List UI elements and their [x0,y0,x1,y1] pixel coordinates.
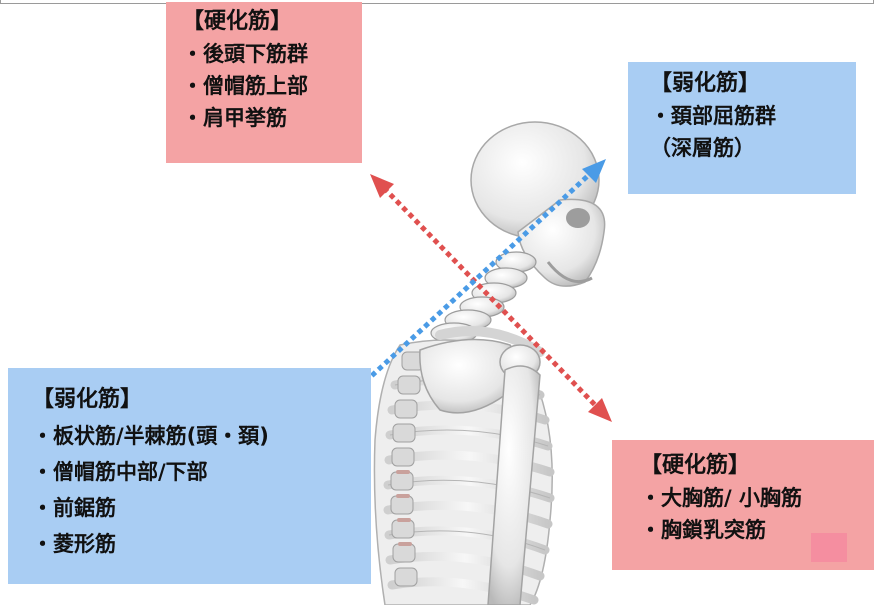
list-item: ・僧帽筋中部/下部 [32,454,371,490]
highlight-square [811,533,847,562]
list-item: ・大胸筋/ 小胸筋 [640,482,874,514]
box-title: 【弱化筋】 [32,382,371,418]
box-title: 【弱化筋】 [650,68,856,100]
list-item: ・板状筋/半棘筋(頭・頚) [32,418,371,454]
list-item: ・菱形筋 [32,526,371,562]
box-title: 【硬化筋】 [182,6,362,38]
list-item: ・僧帽筋上部 [182,70,362,102]
skull [471,122,605,286]
box-title: 【硬化筋】 [640,450,874,482]
list-item: ・後頭下筋群 [182,38,362,70]
tight-muscles-upper-box: 【硬化筋】 ・後頭下筋群 ・僧帽筋上部 ・肩甲挙筋 [166,2,362,163]
list-item: （深層筋） [650,132,856,164]
list-item: ・頚部屈筋群 [650,100,856,132]
list-item: ・前鋸筋 [32,490,371,526]
weak-muscles-lower-box: 【弱化筋】 ・板状筋/半棘筋(頭・頚) ・僧帽筋中部/下部 ・前鋸筋 ・菱形筋 [8,368,371,584]
list-item: ・肩甲挙筋 [182,102,362,134]
weak-muscles-upper-box: 【弱化筋】 ・頚部屈筋群 （深層筋） [628,62,856,194]
